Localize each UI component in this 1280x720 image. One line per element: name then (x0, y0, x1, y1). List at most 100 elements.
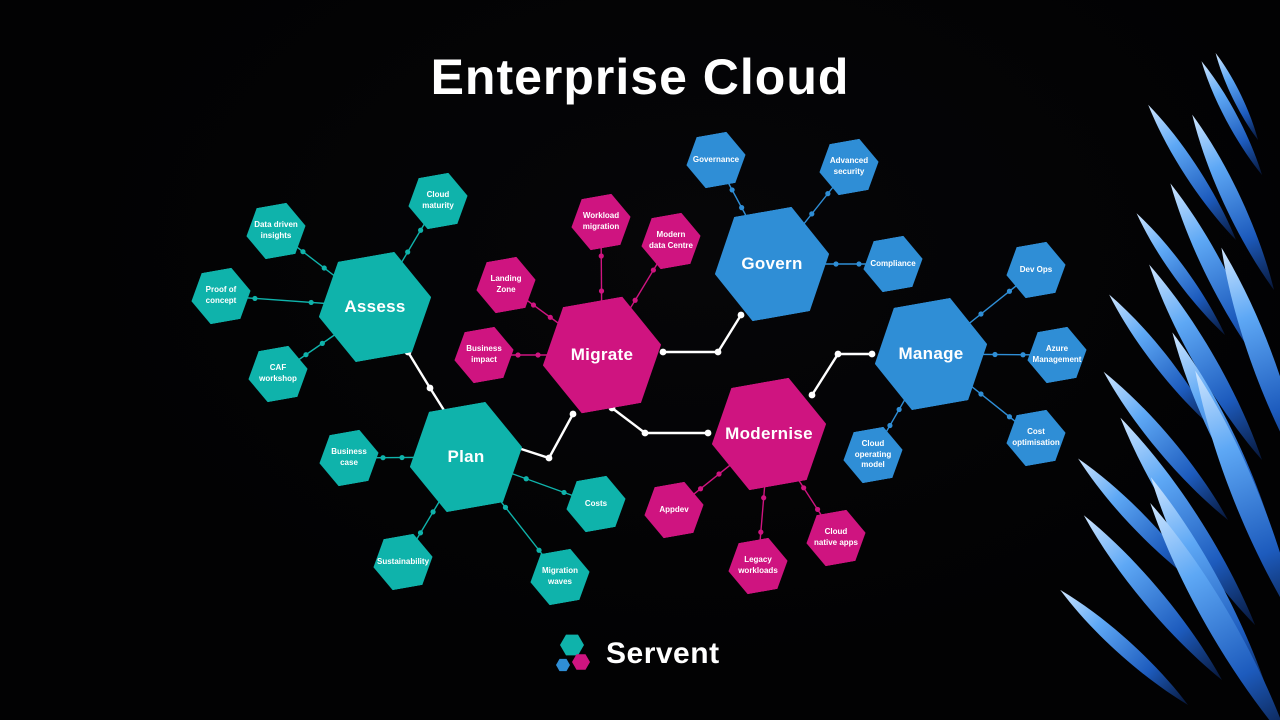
spike-shape (1136, 213, 1225, 335)
brand-text: Servent (606, 637, 720, 670)
connector-dot (417, 530, 424, 536)
spike-shape (1103, 371, 1228, 520)
sat-compliance: Compliance (863, 238, 923, 290)
connector-dot (814, 506, 821, 513)
sat-business-impact: Business impact (454, 329, 514, 381)
node-govern: Govern (714, 211, 830, 317)
spike-shape (1201, 61, 1262, 175)
sat-label: Cloud native apps (813, 527, 858, 547)
node-modernise-label: Modernise (725, 424, 813, 443)
spike-shape (1083, 515, 1222, 680)
connector-dot (834, 350, 842, 358)
sat-legacy-workloads: Legacy workloads (728, 540, 788, 592)
main-connector (514, 413, 575, 460)
sat-label: Costs (584, 498, 608, 508)
spike-shape (1060, 589, 1188, 705)
sat-cloud-native-apps: Cloud native apps (806, 512, 866, 564)
node-assess: Assess (318, 256, 432, 358)
spike-shape (1215, 53, 1258, 140)
sat-label: Cloud maturity (422, 190, 454, 210)
sat-proof-of-concept: Proof of concept (191, 270, 251, 322)
connector-dot (896, 406, 902, 413)
logo-hex-blue (556, 658, 570, 672)
connector-dot (739, 205, 745, 211)
decorative-spikes (1060, 53, 1280, 720)
sat-label: Advanced security (829, 156, 869, 176)
node-manage-label: Manage (898, 344, 964, 363)
sat-label: CAF workshop (259, 363, 297, 383)
servent-logo-icon (556, 634, 590, 672)
connector-dot (801, 485, 807, 491)
sat-governance: Governance (686, 134, 746, 186)
spike-shape (1109, 294, 1215, 430)
sat-cloud-operating-model: Cloud operating model (843, 429, 903, 481)
sat-costs: Costs (566, 478, 626, 530)
spike-group (1060, 53, 1280, 720)
sat-sustainability: Sustainability (373, 536, 433, 588)
connector-dot (992, 351, 998, 358)
brand: Servent (552, 632, 720, 676)
sat-data-driven-insights: Data driven insights (246, 205, 306, 257)
sat-label: Cost optimisation (1012, 427, 1060, 447)
sat-appdev: Appdev (644, 484, 704, 536)
node-govern-label: Govern (741, 254, 803, 273)
sat-label: Compliance (870, 258, 916, 268)
sat-label: Business impact (466, 344, 502, 364)
sat-label: Workload migration (582, 211, 620, 231)
connector-dot (714, 348, 722, 356)
sat-label: Appdev (659, 504, 689, 514)
connector-dot (1020, 352, 1026, 358)
sat-migration-waves: Migration waves (530, 551, 590, 603)
connector-dot (399, 454, 405, 461)
connector-dot (729, 187, 735, 193)
node-plan-label: Plan (447, 447, 485, 466)
sat-landing-zone: Landing Zone (476, 259, 536, 311)
connector-dot (545, 454, 553, 462)
sat-label: Migration waves (542, 566, 578, 586)
sat-label: Azure Management (1032, 344, 1082, 364)
connector-dot (426, 384, 434, 392)
logo-hex-pink (572, 654, 590, 670)
sat-azure-management: Azure Management (1027, 329, 1087, 381)
sat-label: Governance (692, 154, 740, 164)
sat-business-case: Business case (319, 432, 379, 484)
connector-dot (856, 261, 862, 267)
main-connector (611, 407, 708, 435)
sat-label: Sustainability (377, 556, 430, 566)
spike-shape (1195, 370, 1280, 630)
connector-dot (761, 495, 767, 501)
sat-label: Data driven insights (254, 220, 298, 240)
spike-shape (1148, 104, 1236, 240)
connector-dot (418, 227, 424, 233)
connector-dot (833, 261, 839, 267)
connector-dot (308, 299, 314, 306)
spike-shape (1149, 264, 1262, 460)
sat-label: Proof of concept (205, 285, 237, 305)
sat-caf-workshop: CAF workshop (248, 348, 308, 400)
connector-dot (598, 288, 605, 294)
sat-label: Legacy workloads (738, 555, 778, 575)
node-plan: Plan (409, 406, 523, 508)
connector-dot (535, 352, 541, 358)
logo-hex-teal (560, 634, 584, 656)
sat-label: Business case (331, 447, 367, 467)
sat-label: Cloud operating model (854, 438, 892, 470)
sat-advanced-security: Advanced security (819, 141, 879, 193)
sat-workload-migration: Workload migration (571, 196, 631, 248)
sat-label: Landing Zone (490, 274, 522, 294)
sat-modern-data-centre: Modern data Centre (641, 215, 701, 267)
connector-dot (380, 455, 386, 461)
spike-shape (1221, 247, 1280, 480)
sat-cost-optimisation: Cost optimisation (1006, 412, 1066, 464)
connector-dot (650, 267, 656, 273)
connector-dot (598, 253, 604, 259)
connector-dot (515, 352, 521, 358)
node-manage: Manage (874, 302, 988, 406)
page-title: Enterprise Cloud (430, 49, 850, 105)
connector-dot (887, 422, 893, 429)
main-connector (663, 314, 743, 354)
node-migrate-label: Migrate (570, 345, 634, 364)
connector-dot (758, 529, 764, 535)
spike-shape (1150, 502, 1280, 720)
connector-dot (569, 410, 577, 418)
